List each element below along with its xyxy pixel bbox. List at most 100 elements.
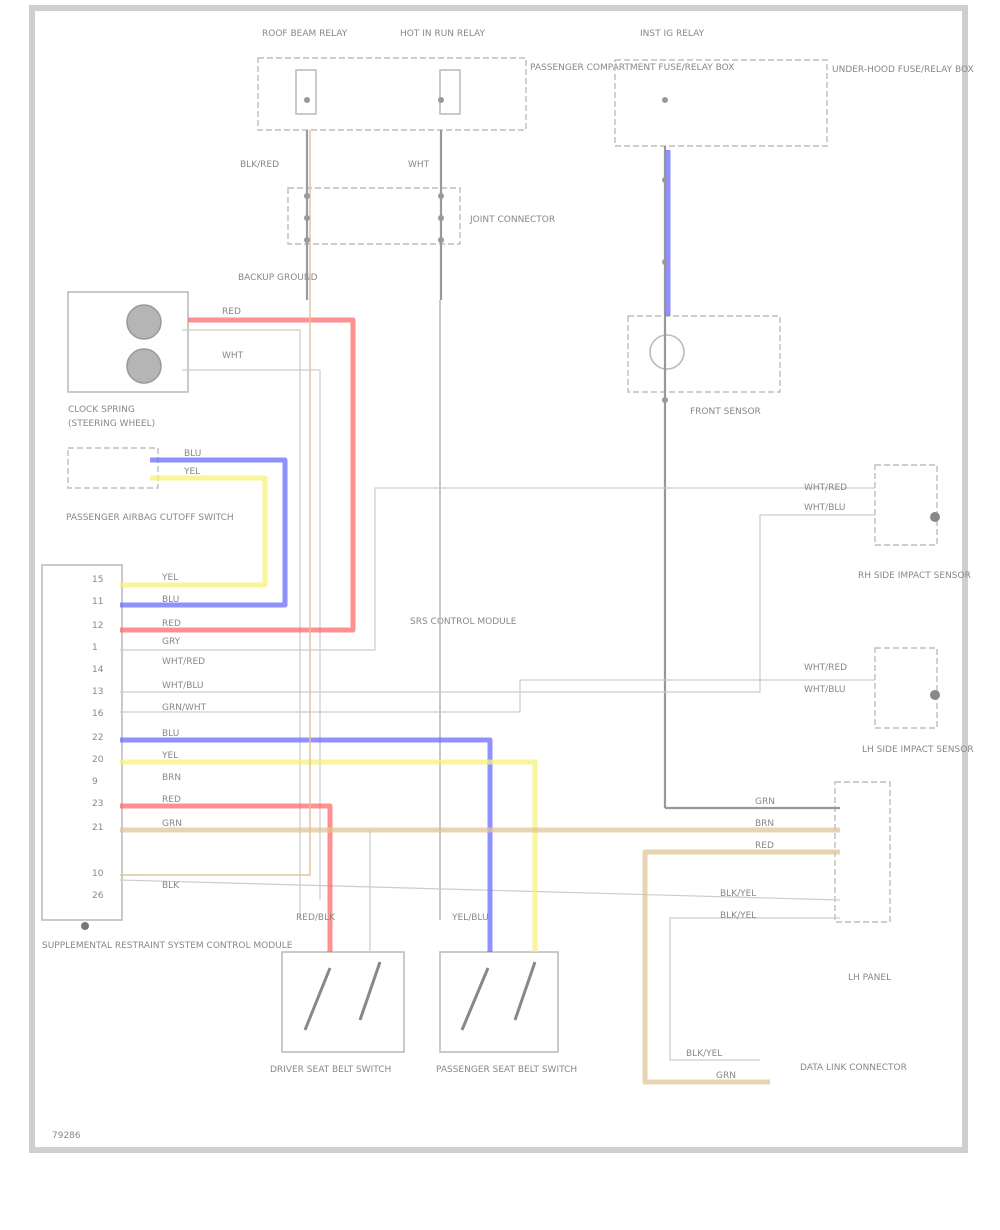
svg-text:GRN: GRN [755,797,775,807]
module-pin-number: 1 [92,643,98,653]
fuse-box-right-label: UNDER-HOOD FUSE/RELAY BOX [832,65,974,75]
relay-mid-contact [439,69,461,115]
svg-text:YEL: YEL [161,573,178,583]
clock-spring-sub-label: (STEERING WHEEL) [68,419,155,429]
blue-wire-seat-right [120,737,493,952]
front-sensor-box [627,315,781,393]
svg-text:WHT/BLU: WHT/BLU [804,503,846,513]
lh-sensor-box [874,647,938,729]
seat-switch-contacts [303,961,537,1031]
module-pin-number: 20 [92,755,104,765]
svg-text:BLU: BLU [162,595,179,605]
splice-upper-label: BLK/RED [240,160,279,170]
red-wire-clockspring [120,317,356,633]
seat-switch-left-label: DRIVER SEAT BELT SWITCH [270,1065,391,1075]
svg-text:BRN: BRN [755,819,774,829]
svg-text:GRN: GRN [162,819,182,829]
cutoff-switch-label: PASSENGER AIRBAG CUTOFF SWITCH [66,513,234,523]
svg-text:BLK/YEL: BLK/YEL [686,1049,722,1059]
clock-spring-upper-coil [126,304,162,340]
tan-wire-vertical [120,130,311,876]
srs-module-label: SUPPLEMENTAL RESTRAINT SYSTEM CONTROL MO… [42,941,293,951]
splice-block [287,187,461,245]
clock-spring-label: CLOCK SPRING [68,405,135,415]
lh-sensor-dot [930,690,940,700]
blue-wire-cutoff [120,457,288,608]
module-pin-number: 13 [92,687,103,697]
svg-text:BRN: BRN [162,773,181,783]
clock-spring-box [67,291,189,393]
svg-text:RED/BLK: RED/BLK [296,913,336,923]
module-pin-number: 15 [92,575,103,585]
svg-text:BLK/YEL: BLK/YEL [720,911,756,921]
module-pin-number: 11 [92,597,103,607]
svg-text:WHT/RED: WHT/RED [804,483,847,493]
svg-text:YEL: YEL [161,751,178,761]
cutoff-switch-box [67,447,159,489]
svg-text:GRN: GRN [716,1071,736,1081]
svg-text:WHT/BLU: WHT/BLU [804,685,846,695]
ground-note-label: BACKUP GROUND [238,273,318,283]
relay-right-label: INST IG RELAY [640,29,705,39]
svg-text:WHT: WHT [222,351,244,361]
rh-sensor-label: RH SIDE IMPACT SENSOR [858,571,971,581]
svg-text:YEL/BLU: YEL/BLU [451,913,489,923]
module-pin-number: 22 [92,733,103,743]
module-pin-number: 21 [92,823,103,833]
module-pin-number: 16 [92,709,104,719]
svg-text:WHT/RED: WHT/RED [804,663,847,673]
svg-text:RED: RED [755,841,774,851]
svg-text:WHT/BLU: WHT/BLU [162,681,204,691]
relay-box-left [257,57,527,131]
module-pin-number: 9 [92,777,98,787]
wire-labels: RED WHT BLU YEL YEL BLU RED GRY WHT/RED … [161,307,847,1081]
svg-text:GRN/WHT: GRN/WHT [162,703,207,713]
front-sensor-label: FRONT SENSOR [690,407,761,417]
svg-text:BLK: BLK [162,881,180,891]
colored-wires [120,130,840,1085]
module-pin-number: 23 [92,799,103,809]
yellow-wire-seat-right [120,759,538,952]
lh-sensor-label: LH SIDE IMPACT SENSOR [862,745,974,755]
splice-mid-label: WHT [408,160,430,170]
relay-mid-label: HOT IN RUN RELAY [400,29,486,39]
seat-switch-right-label: PASSENGER SEAT BELT SWITCH [436,1065,577,1075]
svg-text:BLU: BLU [184,449,201,459]
relay-box-label: PASSENGER COMPARTMENT FUSE/RELAY BOX [530,63,734,73]
svg-text:WHT/RED: WHT/RED [162,657,205,667]
gray-wires [119,130,875,1061]
red-wire-seat-left [120,803,333,952]
diagram-frame [29,5,968,1153]
joint-right-label: JOINT CONNECTOR [469,215,555,225]
svg-text:BLK/YEL: BLK/YEL [720,889,756,899]
lh-panel-box [834,781,891,923]
relay-left-label: ROOF BEAM RELAY [262,29,348,39]
srs-module-box [41,564,123,921]
seat-switch-left-box [281,951,405,1053]
diagram-id: 79286 [52,1131,81,1141]
module-pin-number: 12 [92,621,103,631]
splice-dots [304,97,668,403]
rh-sensor-box [874,464,938,546]
svg-text:RED: RED [162,619,181,629]
relay-box-right [614,59,828,147]
module-pin-number: 14 [92,665,104,675]
module-pin-numbers: 15 11 12 1 14 13 16 22 20 9 23 21 10 26 [92,575,104,901]
svg-text:BLU: BLU [162,729,179,739]
lh-panel-label: LH PANEL [848,973,891,983]
front-sensor-symbol [649,334,685,370]
svg-text:RED: RED [162,795,181,805]
yellow-wire-cutoff [120,475,268,588]
svg-text:YEL: YEL [183,467,200,477]
clock-spring-lower-coil [126,348,162,384]
data-link-label: DATA LINK CONNECTOR [800,1063,907,1073]
center-label: SRS CONTROL MODULE [410,617,517,627]
relay-left-contact [295,69,317,115]
module-pin-number: 10 [92,869,104,879]
seat-switch-right-box [439,951,559,1053]
rh-sensor-dot [930,512,940,522]
svg-text:GRY: GRY [162,637,181,647]
module-pin-number: 26 [92,891,104,901]
module-ground-dot [81,922,89,930]
